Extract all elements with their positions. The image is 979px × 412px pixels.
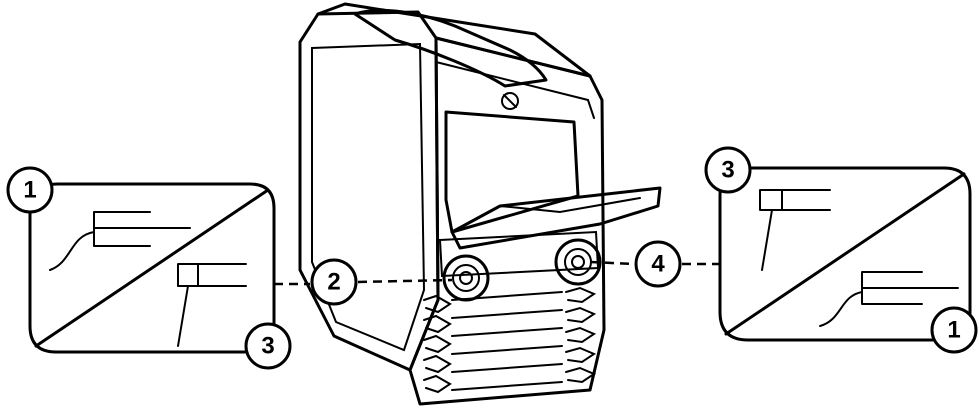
output-socket-left: [442, 254, 490, 302]
callout-left-bottom: 3: [244, 322, 292, 370]
cooling-grille: [423, 286, 597, 394]
connection-line-right-socket: [589, 260, 635, 266]
callout-label: 1: [947, 317, 960, 344]
callout-right-bottom: 1: [930, 306, 978, 354]
callout-label: 1: [23, 177, 36, 204]
callout-label: 4: [651, 251, 665, 278]
callout-label: 2: [327, 269, 340, 296]
callout-label: 3: [261, 333, 274, 360]
connection-line-left-socket: [357, 278, 453, 284]
left-connection-panel: [28, 182, 276, 354]
callout-right-top: 3: [704, 146, 752, 194]
callout-left-top: 1: [6, 166, 54, 214]
right-connection-panel: [718, 166, 972, 342]
callout-center-left: 2: [310, 258, 358, 306]
callout-label: 3: [721, 157, 734, 184]
callout-center-right: 4: [634, 240, 682, 288]
welding-machine: [298, 2, 662, 406]
